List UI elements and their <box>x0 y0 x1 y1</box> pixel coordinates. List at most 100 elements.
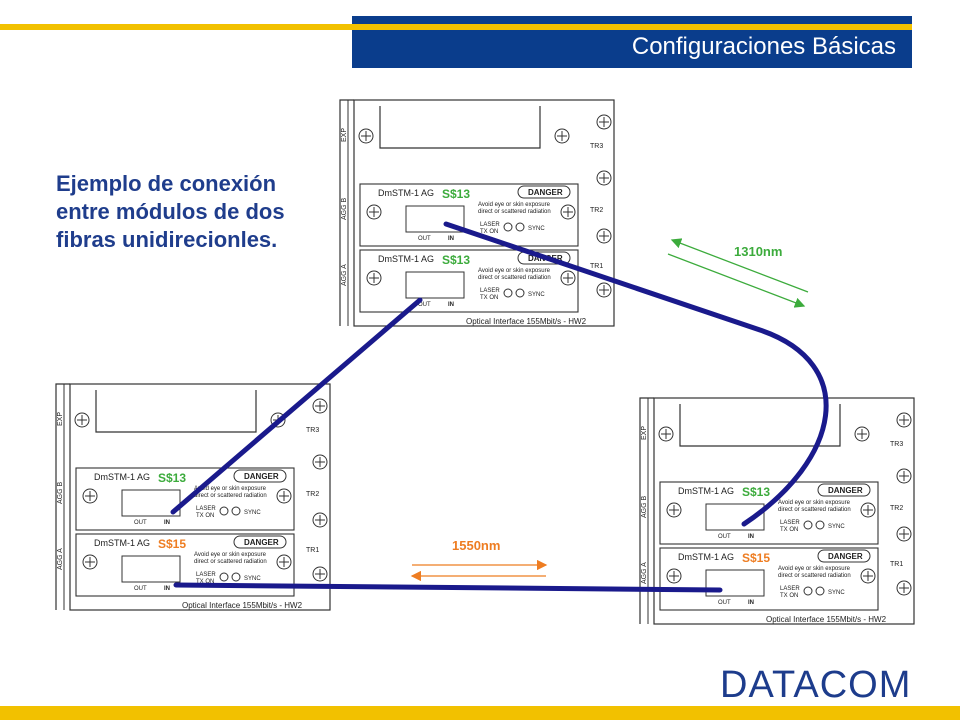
left-lower-slot-label: S$15 <box>158 537 186 551</box>
top-lower-sync-label: SYNC <box>528 292 545 298</box>
top-lower-optical-port <box>405 271 465 299</box>
description-line-2: entre módulos de dos <box>56 199 285 224</box>
top-upper-slot-label: S$13 <box>442 187 470 201</box>
datacom-logo: DATACOM <box>720 664 912 706</box>
top-lower-in-label: IN <box>448 302 454 308</box>
diagram-description: Ejemplo de conexión entre módulos de dos… <box>56 170 336 254</box>
right-upper-danger-badge <box>817 483 871 497</box>
left-upper-led-tx <box>219 506 229 516</box>
top-lower-warning-2: direct or scattered radiation <box>478 275 551 281</box>
top-upper-optical-port <box>405 205 465 233</box>
header-accent-left <box>0 24 352 30</box>
right-exp-slot <box>679 404 841 447</box>
left-upper-warning-2: direct or scattered radiation <box>194 493 267 499</box>
right-tr3-label: TR3 <box>890 441 903 448</box>
left-upper-warning-1: Avoid eye or skin exposure <box>194 486 267 492</box>
right-aggb-label: AGG B <box>641 495 648 518</box>
left-upper-in-label: IN <box>164 520 170 526</box>
top-upper-sync-label: SYNC <box>528 226 545 232</box>
top-upper-danger-label: DANGER <box>528 188 563 197</box>
left-aggb-label: AGG B <box>57 481 64 504</box>
left-lower-out-label: OUT <box>134 586 147 592</box>
fiber-cable-1310 <box>443 221 829 527</box>
top-upper-warning-2: direct or scattered radiation <box>478 209 551 215</box>
left-lower-warning-2: direct or scattered radiation <box>194 559 267 565</box>
left-lower-danger-label: DANGER <box>244 538 279 547</box>
left-lower-in-label: IN <box>164 586 170 592</box>
right-tr2-label: TR2 <box>890 505 903 512</box>
left-lower-module-name: DmSTM-1 AG <box>94 538 150 548</box>
right-lower-txon-label: TX ON <box>780 593 798 599</box>
wavelength-1310-label: 1310nm <box>734 244 782 259</box>
top-upper-led-sync <box>515 222 525 232</box>
header-accent-right <box>352 24 912 30</box>
fiber-cable-1550 <box>173 582 723 593</box>
right-upper-slot-label: S$13 <box>742 485 770 499</box>
right-lower-danger-label: DANGER <box>828 552 863 561</box>
top-upper-txon-label: TX ON <box>480 229 498 235</box>
left-upper-danger-label: DANGER <box>244 472 279 481</box>
right-lower-laser-label: LASER <box>780 586 800 592</box>
right-lower-slot-label: S$15 <box>742 551 770 565</box>
right-lower-warning-1: Avoid eye or skin exposure <box>778 566 851 572</box>
left-lower-led-tx <box>219 572 229 582</box>
top-tr2-label: TR2 <box>590 207 603 214</box>
right-upper-led-sync <box>815 520 825 530</box>
arrow-1310-up <box>670 238 809 293</box>
left-upper-slot-label: S$13 <box>158 471 186 485</box>
top-upper-led-tx <box>503 222 513 232</box>
right-frame-left <box>639 397 654 624</box>
wavelength-1550-label: 1550nm <box>452 538 500 553</box>
right-agga-label: AGG A <box>641 562 648 584</box>
left-exp-label: EXP <box>57 412 64 426</box>
left-frame-left <box>55 383 70 610</box>
top-tr3-label: TR3 <box>590 143 603 150</box>
right-tr1-label: TR1 <box>890 561 903 568</box>
top-upper-in-label: IN <box>448 236 454 242</box>
left-upper-danger-badge <box>233 469 287 483</box>
top-aggb-label: AGG B <box>341 197 348 220</box>
right-lower-in-label: IN <box>748 600 754 606</box>
arrow-1310-down <box>667 253 806 308</box>
top-lower-slot-label: S$13 <box>442 253 470 267</box>
top-lower-led-sync <box>515 288 525 298</box>
right-upper-module-name: DmSTM-1 AG <box>678 486 734 496</box>
left-agga-label: AGG A <box>57 548 64 570</box>
left-interface-label: Optical Interface 155Mbit/s - HW2 <box>182 601 303 610</box>
right-upper-warning-1: Avoid eye or skin exposure <box>778 500 851 506</box>
right-upper-out-label: OUT <box>718 534 731 540</box>
left-tr3-label: TR3 <box>306 427 319 434</box>
top-exp-label: EXP <box>341 128 348 142</box>
right-lower-led-sync <box>815 586 825 596</box>
top-upper-danger-badge <box>517 185 571 199</box>
right-lower-warning-2: direct or scattered radiation <box>778 573 851 579</box>
top-interface-label: Optical Interface 155Mbit/s - HW2 <box>466 317 587 326</box>
top-frame-left <box>339 99 354 326</box>
description-line-1: Ejemplo de conexión <box>56 171 277 196</box>
right-upper-danger-label: DANGER <box>828 486 863 495</box>
footer-bar <box>0 706 960 720</box>
left-exp-slot <box>95 390 257 433</box>
right-lower-out-label: OUT <box>718 600 731 606</box>
description-line-3: fibras unidirecionles. <box>56 227 278 252</box>
fiber-cable-left-to-top <box>170 297 423 515</box>
top-upper-out-label: OUT <box>418 236 431 242</box>
right-upper-laser-label: LASER <box>780 520 800 526</box>
right-upper-led-tx <box>803 520 813 530</box>
top-exp-slot <box>379 106 541 149</box>
right-upper-sync-label: SYNC <box>828 524 845 530</box>
left-upper-led-sync <box>231 506 241 516</box>
left-lower-danger-badge <box>233 535 287 549</box>
top-upper-module-name: DmSTM-1 AG <box>378 188 434 198</box>
page-title: Configuraciones Básicas <box>631 33 896 60</box>
right-lower-sync-label: SYNC <box>828 590 845 596</box>
left-lower-warning-1: Avoid eye or skin exposure <box>194 552 267 558</box>
left-lower-led-sync <box>231 572 241 582</box>
left-upper-sync-label: SYNC <box>244 510 261 516</box>
left-upper-out-label: OUT <box>134 520 147 526</box>
top-lower-laser-label: LASER <box>480 288 500 294</box>
top-upper-laser-label: LASER <box>480 222 500 228</box>
right-lower-led-tx <box>803 586 813 596</box>
